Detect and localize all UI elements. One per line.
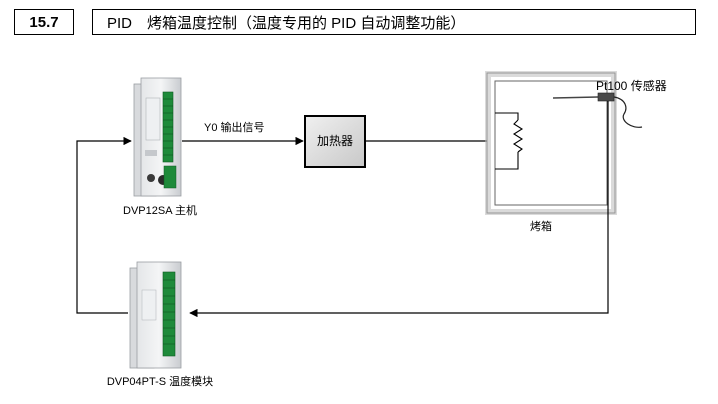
pt100-sensor-label: Pt100 传感器: [596, 78, 667, 93]
oven-label: 烤箱: [530, 219, 552, 233]
pt100-sensor-icon: [552, 92, 643, 128]
section-title: PID 烤箱温度控制（温度专用的 PID 自动调整功能）: [92, 9, 696, 35]
plc-main-unit-image: [133, 77, 182, 197]
oven-box: [485, 71, 617, 215]
section-number: 15.7: [14, 9, 74, 35]
heater-label: 加热器: [317, 134, 353, 148]
y0-signal-label: Y0 输出信号: [204, 120, 265, 134]
temperature-module-label: DVP04PT-S 温度模块: [107, 374, 213, 388]
sensor-feedback-arrow: [189, 101, 609, 318]
plc-main-unit-label: DVP12SA 主机: [123, 203, 197, 217]
heating-element: [495, 112, 524, 170]
module-to-plc-arrow: [76, 136, 132, 314]
temperature-module-image: [129, 261, 182, 369]
